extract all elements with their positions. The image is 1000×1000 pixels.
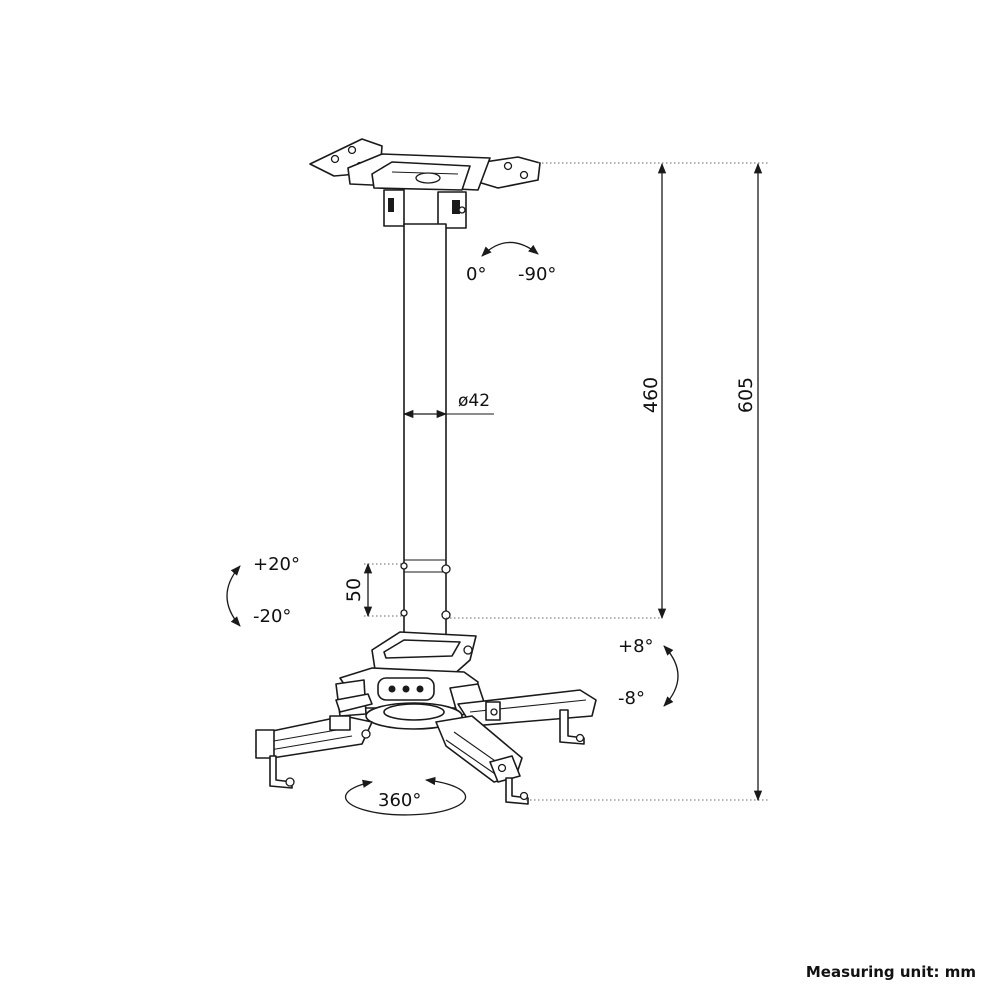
tilt-plus-label: +20° [253, 554, 300, 575]
adjust-step-label: 50 [343, 578, 365, 602]
ceiling-plate [309, 138, 541, 229]
rotation-zero-label: 0° [466, 264, 486, 285]
unit-note: Measuring unit: mm [806, 963, 976, 981]
projector-bracket [255, 631, 597, 805]
swivel-minus-label: -8° [618, 688, 645, 709]
rotation-indicator: 0° -90° [466, 241, 556, 285]
spin-label: 360° [378, 790, 421, 811]
tube-diameter-label: ø42 [458, 391, 490, 411]
height-short-label: 460 [640, 377, 662, 413]
height-total-label: 605 [735, 377, 757, 413]
swivel-indicator: +8° -8° [618, 636, 679, 709]
spin-indicator: 360° [344, 776, 467, 816]
rotation-minus-label: -90° [518, 264, 556, 285]
adjust-step-dimension: 50 [343, 562, 404, 618]
tilt-minus-label: -20° [253, 606, 291, 627]
diameter-dimension: ø42 [402, 391, 494, 419]
height-dimension-short: 460 [446, 162, 667, 620]
extension-pole [400, 223, 451, 637]
tilt-indicator: +20° -20° [226, 554, 300, 627]
swivel-plus-label: +8° [618, 636, 654, 657]
height-dimension-total: 605 [526, 162, 770, 802]
